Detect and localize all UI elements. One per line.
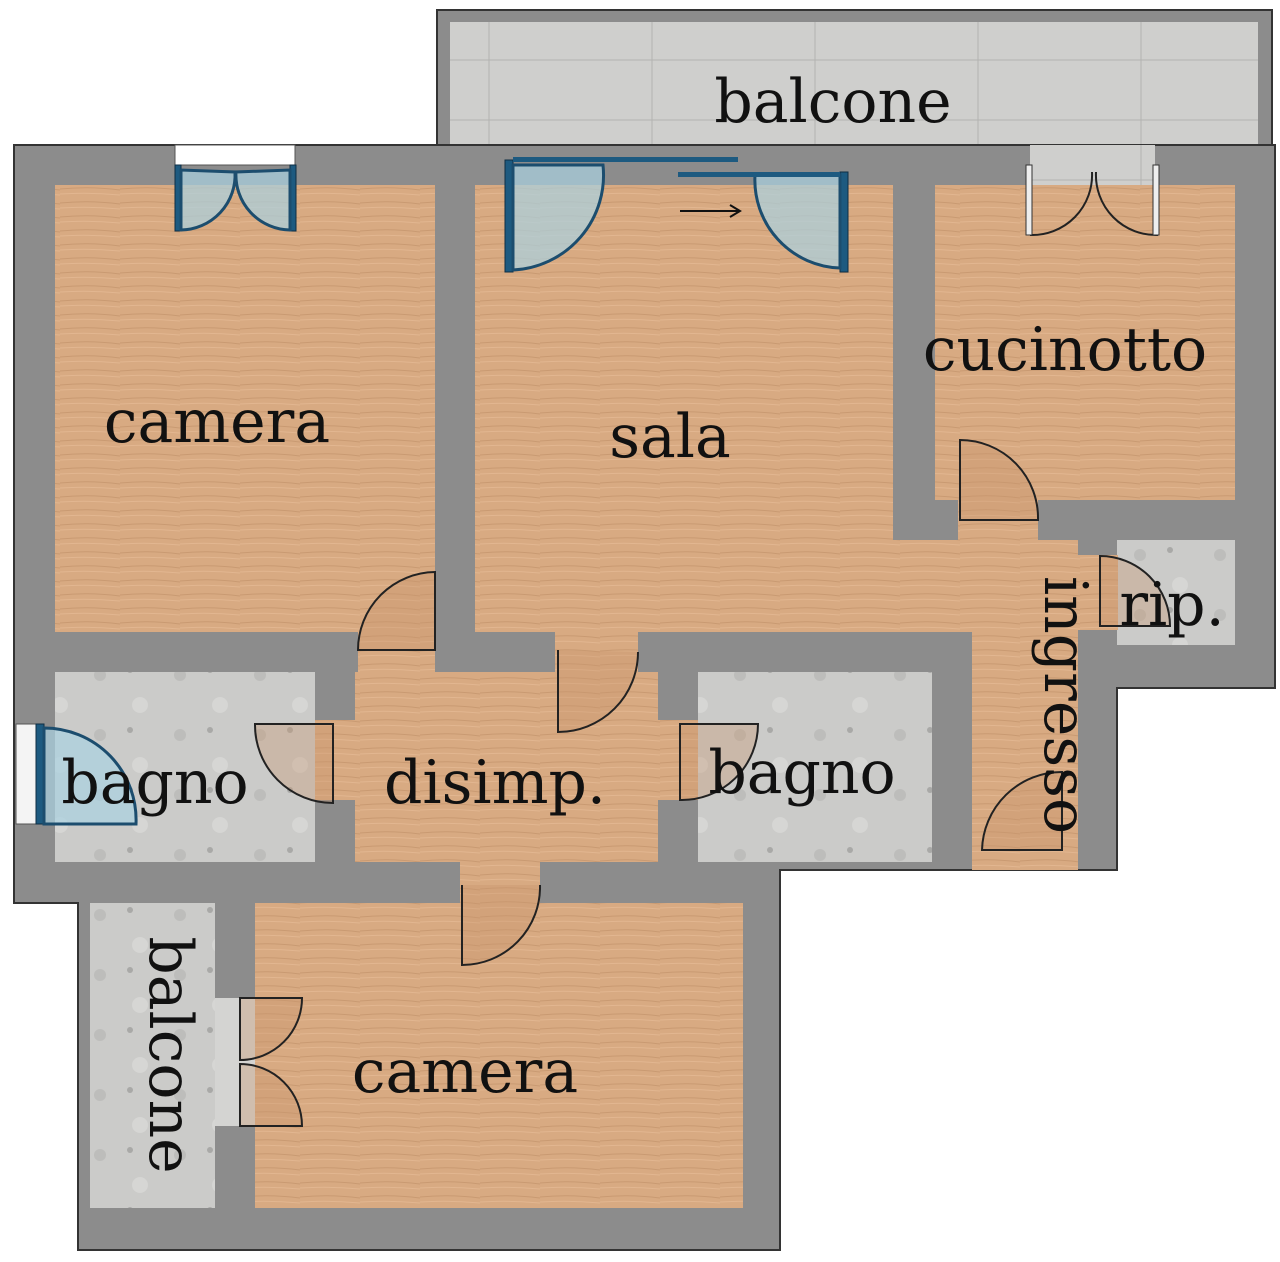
room-label: rip. (1119, 570, 1224, 640)
room-disimpegno (315, 632, 698, 903)
room-label: sala (609, 402, 731, 472)
room-label: bagno (61, 748, 248, 818)
room-label: disimp. (384, 748, 606, 818)
balcony-top-label: balcone (714, 67, 951, 137)
room-camera-bottom (255, 903, 743, 1208)
door-ripostiglio[interactable] (1099, 554, 1172, 627)
room-cucinotto (935, 185, 1235, 540)
door-bagno-left[interactable] (253, 723, 334, 805)
room-camera-top (55, 185, 435, 632)
room-bagno-right (698, 672, 932, 862)
door-bagno-right[interactable] (679, 723, 760, 802)
window-camera-top (174, 144, 297, 232)
door-camera-top[interactable] (356, 570, 436, 651)
door-balcone-left[interactable] (239, 997, 304, 1127)
room-ripostiglio (1078, 540, 1235, 645)
glass-door-bagno-left (35, 723, 138, 826)
glass-door-sala (504, 157, 849, 273)
room-label: camera (104, 387, 330, 457)
door-entrance[interactable] (980, 770, 1063, 851)
room-labels: balcone camera sala cucinotto rip. ingre… (61, 67, 1224, 1174)
balcony-left (90, 903, 255, 1208)
room-label: balcone (135, 936, 205, 1173)
room-sala (475, 185, 1078, 632)
room-label: camera (352, 1037, 578, 1107)
door-camera-bottom[interactable] (461, 884, 542, 967)
room-label: cucinotto (923, 315, 1207, 385)
room-label: ingresso (1030, 576, 1100, 834)
door-cucinotto[interactable] (959, 438, 1040, 521)
door-sala-disimp[interactable] (557, 650, 639, 734)
balcony-top (436, 9, 1273, 151)
room-ingresso (972, 632, 1078, 870)
window-cucinotto (1025, 145, 1160, 237)
sliding-arrow-icon (680, 204, 742, 218)
room-label: bagno (708, 738, 895, 808)
